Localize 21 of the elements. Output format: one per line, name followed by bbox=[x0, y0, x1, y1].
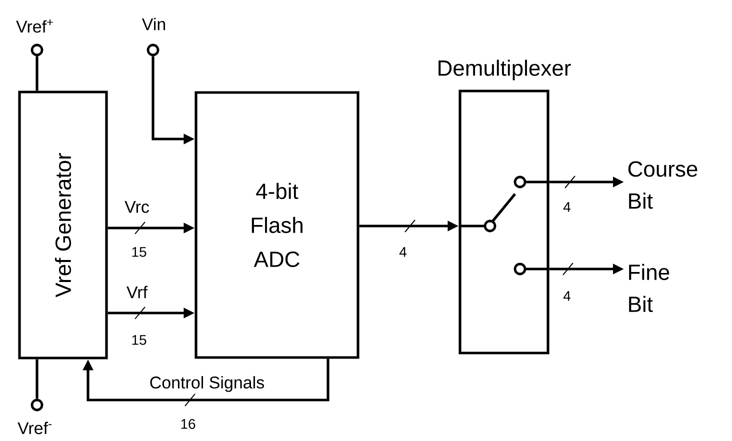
terminal: Vref$^{-}$ bbox=[18, 398, 52, 434]
output-label: Course Bit bbox=[628, 161, 698, 209]
bus-width: 15 bbox=[132, 247, 146, 257]
output-label: Fine Bit bbox=[629, 264, 670, 312]
terminal: Vin bbox=[142, 18, 166, 56]
generator-box: Vref Generator bbox=[18, 90, 108, 360]
node-label: Vin bbox=[142, 18, 166, 30]
edge-label: Vrc bbox=[124, 200, 150, 214]
bus-width: 4 bbox=[563, 291, 570, 301]
bus-width: 15 bbox=[132, 335, 146, 345]
bus-width: 4 bbox=[399, 247, 406, 257]
bus-width: 16 bbox=[181, 419, 196, 429]
bus-width: 4 bbox=[563, 202, 570, 212]
edge-label: Control Signals bbox=[148, 375, 266, 393]
node-label: Demultiplexer bbox=[438, 60, 571, 80]
arrow bbox=[82, 358, 330, 402]
node-label: Vref$^{-}$ bbox=[18, 422, 52, 434]
adc-box: 4-bit Flash ADC bbox=[194, 91, 360, 359]
terminal: Vref$^{+}$ bbox=[16, 19, 53, 56]
edge-label: Vrf bbox=[125, 284, 149, 300]
node-label: Vref$^{+}$ bbox=[16, 19, 53, 33]
